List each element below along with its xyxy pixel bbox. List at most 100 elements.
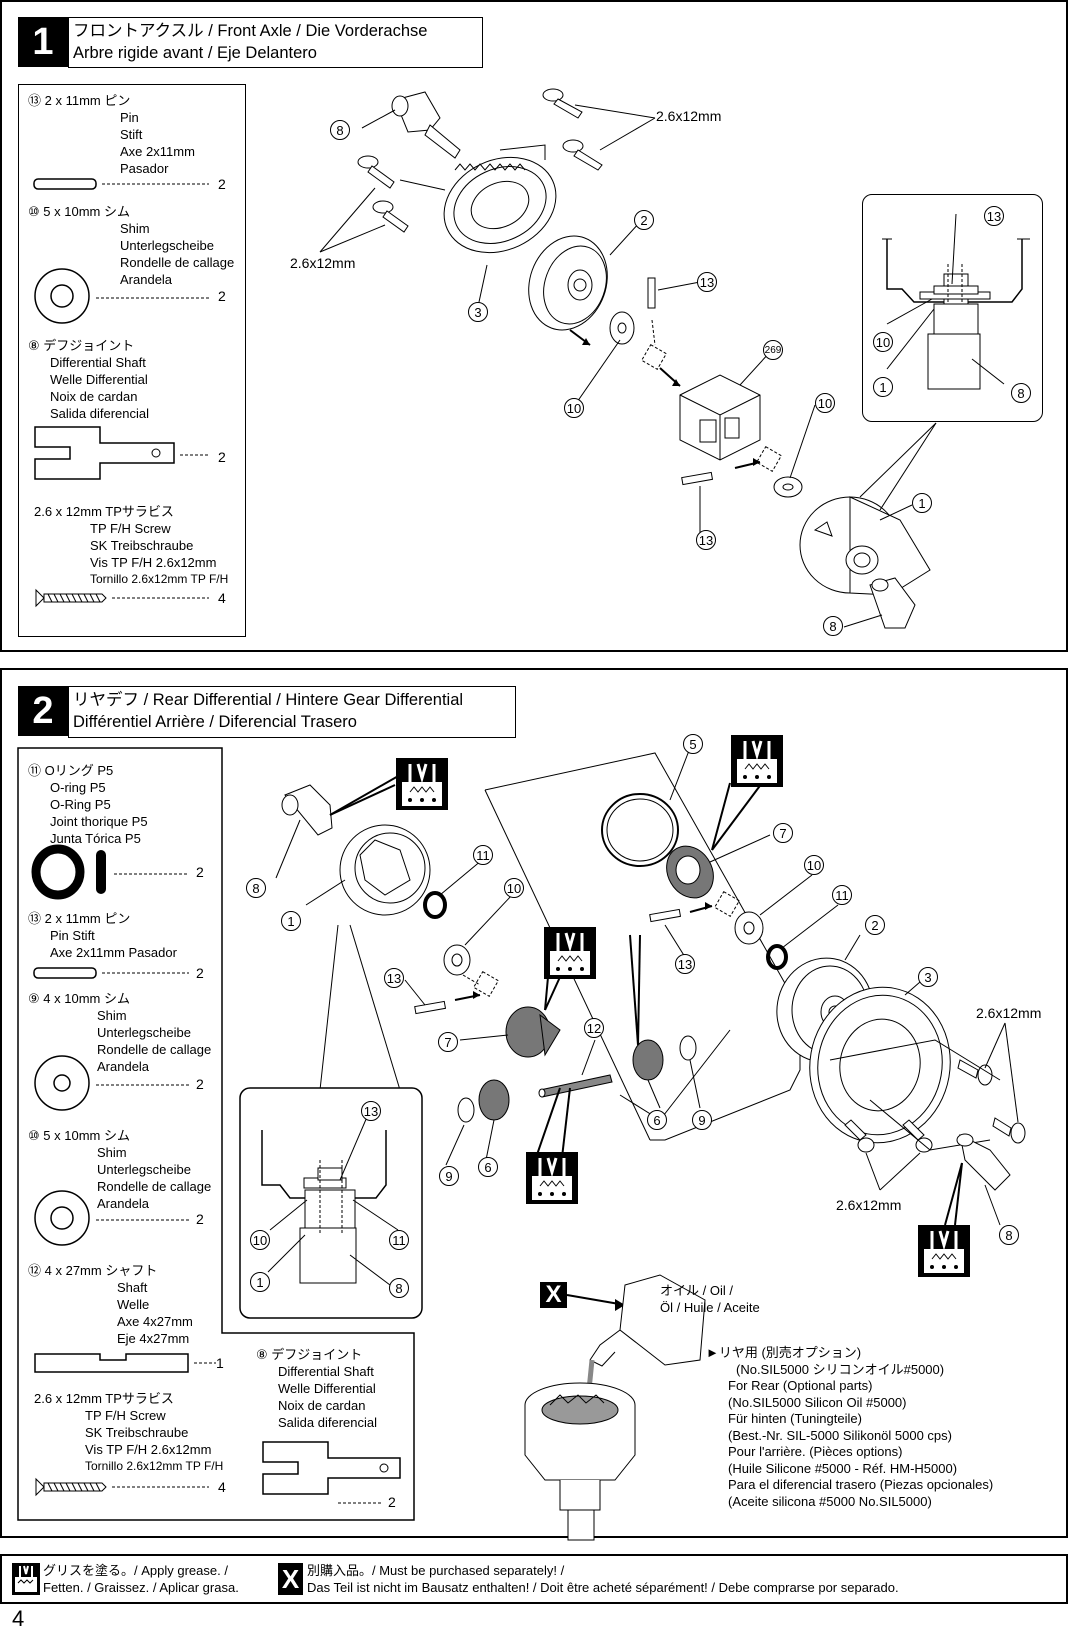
step2-oil-label: オイル / Oil /Öl / Huile / Aceite: [660, 1283, 760, 1315]
step1-callout-1: 1: [912, 493, 932, 513]
step1-callout-13a: 13: [697, 272, 717, 292]
step1-exploded-diagram: [319, 88, 937, 629]
legend-frame: [0, 1554, 1068, 1604]
step1-callout-2: 2: [634, 210, 654, 230]
step2-callout-13a: 13: [675, 954, 695, 974]
step1-shim-qty: 2: [218, 288, 226, 304]
step1-screw-callout-a: 2.6x12mm: [656, 108, 722, 124]
step1-shim-drawing: [34, 268, 209, 324]
step1-callout-3: 3: [468, 302, 488, 322]
step2-diffshaft-drawing: [262, 1441, 401, 1504]
step2-callout-8a: 8: [246, 878, 266, 898]
step2-diffshaft-qty: 2: [388, 1494, 396, 1510]
step2-x-mark: X: [540, 1281, 567, 1308]
step1-screw-qty: 4: [218, 590, 226, 606]
step2-title-line2: Différentiel Arrière / Diferencial Trase…: [73, 713, 357, 731]
step2-oring-qty: 2: [196, 864, 204, 880]
step2-grease-icon: [918, 1225, 970, 1277]
step2-shim4-qty: 2: [196, 1076, 204, 1092]
step2-callout-9b: 9: [439, 1166, 459, 1186]
step1-pin-drawing: [33, 178, 209, 190]
step2-inset-callout-13: 13: [361, 1101, 381, 1121]
step1-screw-header: 2.6 x 12mm TPサラビス: [34, 504, 174, 519]
step2-rear-note: ►リヤ用 (別売オプション) (No.SIL5000 シリコンオイル#5000)…: [706, 1345, 994, 1509]
step2-screw-callout-b: 2.6x12mm: [836, 1197, 902, 1213]
step2-pin-header: ⑬ 2 x 11mm ピン: [28, 911, 131, 926]
step2-callout-6b: 6: [478, 1157, 498, 1177]
grease-legend-icon: [12, 1563, 40, 1595]
step1-inset-box: [862, 194, 1043, 422]
step2-grease-icon: [731, 735, 783, 787]
step2-callout-8b: 8: [999, 1225, 1019, 1245]
step2-callout-1: 1: [281, 911, 301, 931]
grease-legend-text: グリスを塗る。/ Apply grease. /Fetten. / Graiss…: [43, 1563, 239, 1595]
step1-pin-header: ⑬ 2 x 11mm ピン: [28, 93, 131, 108]
step1-callout-8a: 8: [330, 120, 350, 140]
step2-inset-callout-8: 8: [389, 1278, 409, 1298]
step1-inset-callout-1: 1: [873, 377, 893, 397]
step2-shim5-qty: 2: [196, 1211, 204, 1227]
step2-screw-callout-a: 2.6x12mm: [976, 1005, 1042, 1021]
step2-callout-12: 12: [584, 1018, 604, 1038]
step2-shim4-drawing: [34, 1055, 189, 1111]
separate-legend-text: 別購入品。/ Must be purchased separately! /Da…: [307, 1563, 899, 1595]
step2-inset-callout-1: 1: [250, 1272, 270, 1292]
step1-callout-10b: 10: [815, 393, 835, 413]
step2-shaft-qty: 1: [216, 1355, 224, 1371]
step2-screw-qty: 4: [218, 1479, 226, 1495]
step2-shim5-drawing: [34, 1190, 189, 1246]
separate-legend-x-mark: X: [278, 1563, 303, 1595]
step2-number: 2: [18, 686, 68, 736]
step2-title-box: [68, 686, 516, 738]
step2-shaft-header: ⑫ 4 x 27mm シャフト: [28, 1263, 158, 1278]
step2-inset-callout-10: 10: [250, 1230, 270, 1250]
step1-screw-drawing: [35, 588, 209, 608]
step2-pin-drawing: [33, 967, 189, 979]
step1-number: 1: [18, 17, 68, 67]
step2-callout-7b: 7: [438, 1032, 458, 1052]
step2-oring-header: ⑪ Oリング P5: [28, 763, 114, 778]
step1-inset-callout-8: 8: [1011, 383, 1031, 403]
step1-title-box: [68, 17, 483, 68]
step2-callout-11a: 11: [832, 885, 852, 905]
step2-screw-header: 2.6 x 12mm TPサラビス: [34, 1391, 174, 1406]
step2-shim4-header: ⑨ 4 x 10mm シム: [28, 991, 130, 1006]
step1-inset-drawing: [882, 213, 1030, 390]
step2-grease-icon: [396, 758, 448, 810]
step2-frame: [0, 668, 1068, 1538]
step2-callout-10b: 10: [504, 878, 524, 898]
step1-inset-callout-13: 13: [984, 206, 1004, 226]
step1-title-line1: フロントアクスル / Front Axle / Die Vorderachse: [73, 22, 428, 40]
step2-diffshaft-header: ⑧ デフジョイント: [256, 1347, 363, 1362]
step1-inset-callout-10: 10: [873, 332, 893, 352]
step1-shim-header: ⑩ 5 x 10mm シム: [28, 204, 130, 219]
step2-callout-11b: 11: [473, 845, 493, 865]
step2-oring-drawing: [31, 844, 189, 900]
step2-callout-7a: 7: [773, 823, 793, 843]
step2-screw-drawing: [35, 1477, 209, 1497]
step1-shaft-qty: 2: [218, 449, 226, 465]
step2-inset-callout-11: 11: [389, 1230, 409, 1250]
step1-callout-10a: 10: [564, 398, 584, 418]
step2-callout-10a: 10: [804, 855, 824, 875]
step2-callout-3: 3: [918, 967, 938, 987]
step1-shaft-drawing: [34, 426, 209, 480]
step2-callout-6a: 6: [647, 1110, 667, 1130]
step1-callout-8b: 8: [823, 616, 843, 636]
step1-callout-269: 269: [763, 340, 783, 360]
page-number: 4: [12, 1606, 25, 1631]
step1-parts-box: [18, 84, 246, 637]
step2-pin-qty: 2: [196, 965, 204, 981]
step1-screw-callout-b: 2.6x12mm: [290, 255, 356, 271]
